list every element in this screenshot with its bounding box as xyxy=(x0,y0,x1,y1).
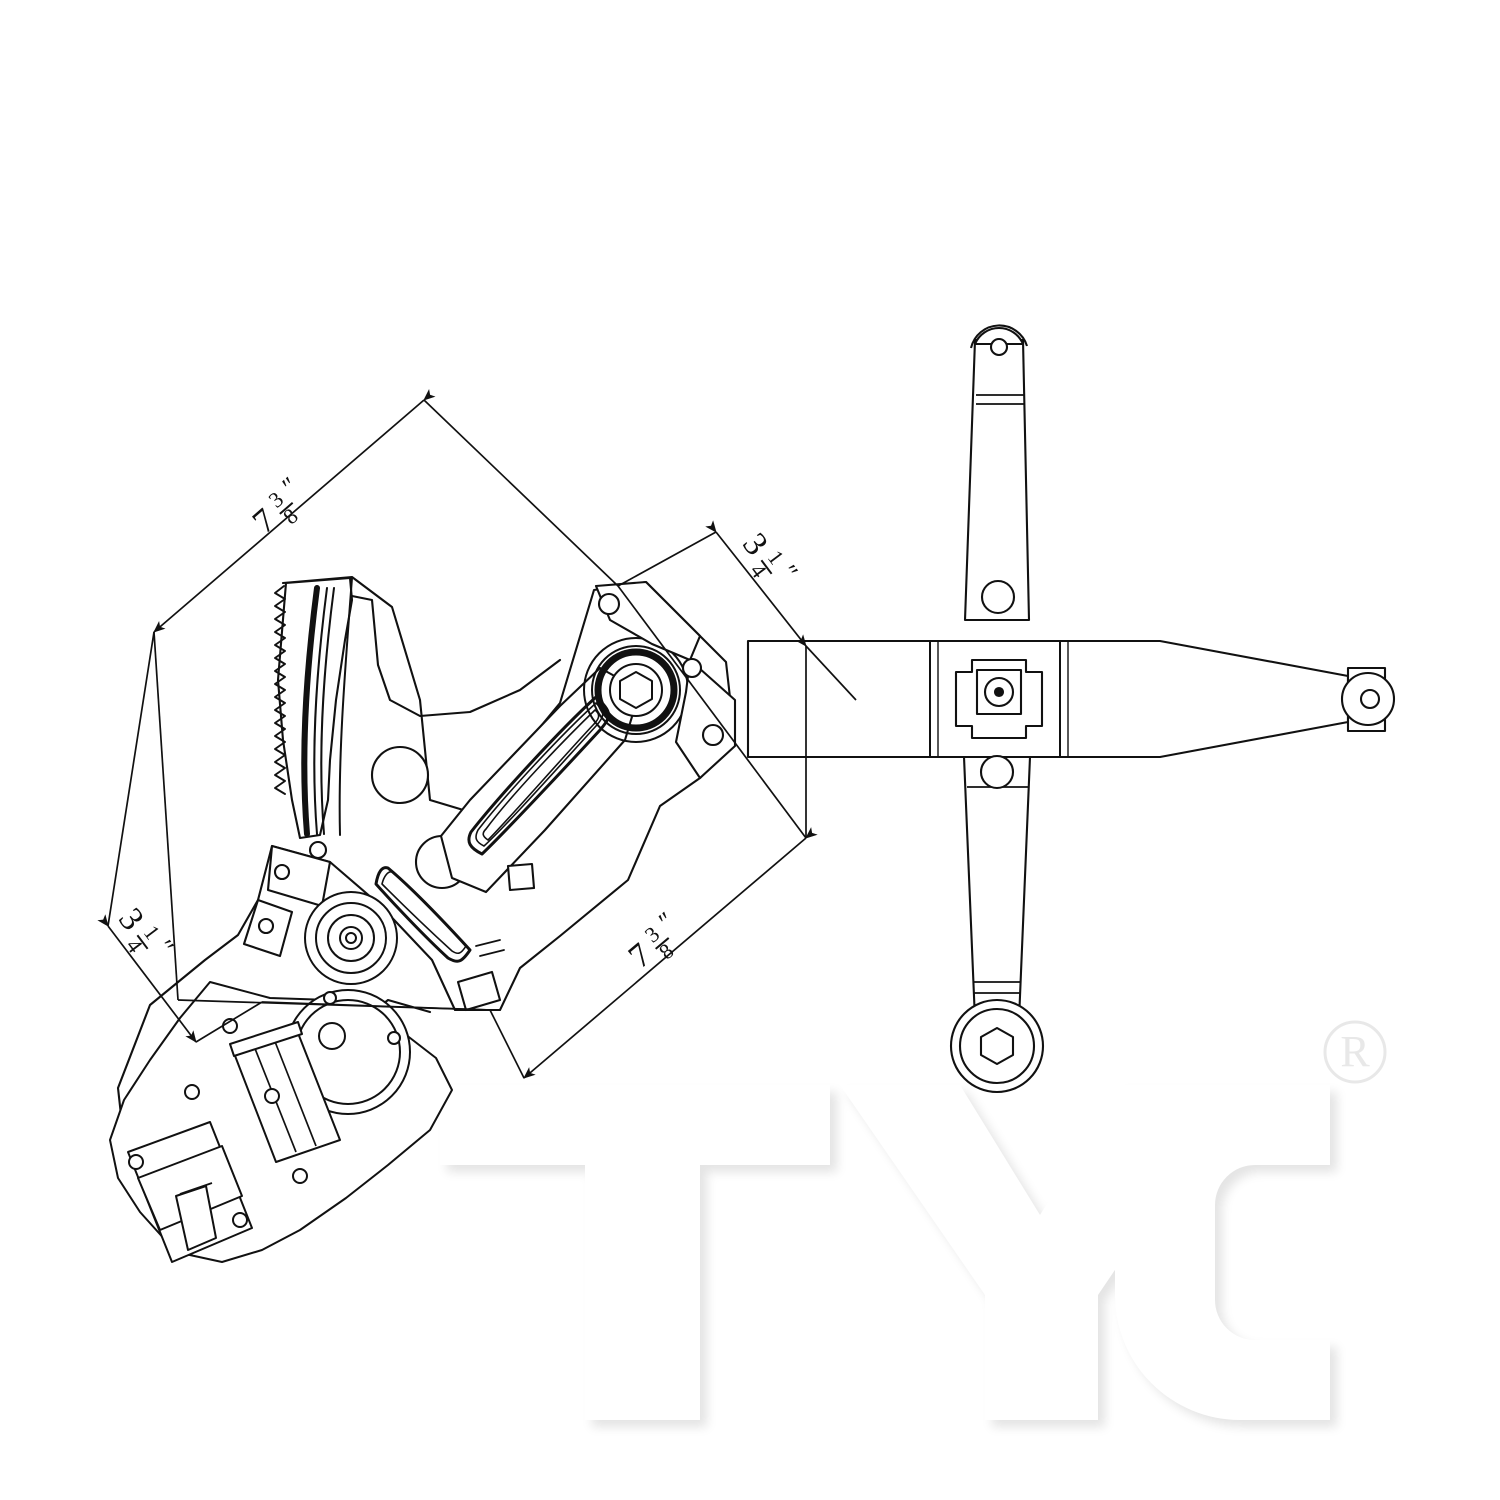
fraction-bar-top-left xyxy=(279,502,294,515)
motor-can-rib-2 xyxy=(271,1033,317,1147)
lower-edge-rib-1 xyxy=(475,939,501,947)
dim-line-bottom-right xyxy=(523,827,818,1079)
lower-notch-tab xyxy=(456,970,502,1012)
electrical-connector-face xyxy=(137,1145,243,1231)
dimension-label-bottom-right-unit: ″ xyxy=(653,906,680,935)
main-bearing-hex xyxy=(619,671,653,709)
vertical-arm-upper xyxy=(963,338,1031,622)
dim-frame-right xyxy=(617,585,807,839)
motor-cover-screw-2 xyxy=(323,991,337,1005)
motor-plate-hole-5 xyxy=(128,1154,144,1170)
svg-text:R: R xyxy=(1340,1027,1370,1076)
hub-mount-tab-right xyxy=(674,658,737,780)
dimension-label-bottom-right-den: 8 xyxy=(654,938,678,964)
drive-link-slot-inner xyxy=(475,702,604,847)
center-pivot-bore xyxy=(993,686,1005,698)
main-bearing-outer-2 xyxy=(591,645,681,735)
motor-drum-hub xyxy=(345,932,357,944)
lower-stop-tab xyxy=(506,862,536,892)
hub-mount-hole-right xyxy=(701,723,725,747)
dim-ext-top-left-a xyxy=(423,399,619,587)
dimension-labels: 7 3 8 ″ 3 1 4 ″ 3 1 4 ″ 7 xyxy=(111,471,804,975)
motor-plate-hole-6 xyxy=(292,1168,308,1184)
watermark-letter-t xyxy=(440,1085,830,1420)
dim-line-top-left xyxy=(153,389,436,633)
vertical-arm-top-cap xyxy=(973,327,1025,346)
hub-mount-hole-upper xyxy=(597,592,621,616)
horizontal-lift-arm xyxy=(746,639,1350,759)
arm-tip-roller-hole xyxy=(1359,688,1381,710)
lift-arm-assembly xyxy=(746,324,1396,1094)
tyc-watermark xyxy=(440,1085,1330,1420)
vertical-arm-top-ring xyxy=(969,324,1029,349)
secondary-link-inner xyxy=(381,871,467,955)
dim-ext-top-right-a xyxy=(617,531,717,587)
dimension-label-top-right-unit: ″ xyxy=(774,560,804,586)
left-mount-hole-3 xyxy=(257,917,275,935)
fraction-bar-bottom-right xyxy=(655,937,670,950)
dim-line-top-right xyxy=(705,520,807,647)
dim-line-bottom-left xyxy=(97,914,197,1043)
bottom-pivot-hex xyxy=(979,1026,1015,1066)
drive-link-slot-outer xyxy=(467,695,610,856)
left-mount-hole-1 xyxy=(273,863,291,881)
motor-cover-screw-1 xyxy=(387,1031,401,1045)
dimension-lines xyxy=(97,389,857,1079)
dim-ext-bottom-left-a xyxy=(107,631,155,927)
hub-small-hole xyxy=(681,657,703,679)
dimension-label-top-right-den: 4 xyxy=(745,559,772,583)
motor-plate-hole-4 xyxy=(232,1212,248,1228)
vertical-arm-lower-hole xyxy=(979,754,1015,790)
fraction-bar-top-right xyxy=(760,559,773,575)
vertical-arm-top-hole xyxy=(989,337,1009,357)
dim-ext-bottom-right-b xyxy=(489,1009,525,1079)
registered-trademark-icon: R xyxy=(1323,1020,1387,1084)
connector-pin-line xyxy=(179,1182,213,1195)
lower-edge-rib-2 xyxy=(479,949,505,957)
watermark-letter-c xyxy=(1115,1085,1330,1420)
fraction-bar-bottom-left xyxy=(136,934,149,950)
vertical-arm-upper-hole xyxy=(980,579,1016,615)
window-motor-assembly xyxy=(109,891,453,1263)
dimension-label-top-left-unit: ″ xyxy=(277,471,304,500)
motor-output-hole xyxy=(318,1022,346,1050)
motor-plate-hole-2 xyxy=(184,1084,200,1100)
motor-can-endcap xyxy=(229,1021,303,1057)
main-bearing-ring xyxy=(594,648,678,732)
motor-plate-hole-3 xyxy=(264,1088,280,1104)
dim-leader-bottom xyxy=(261,1001,491,1011)
drive-link-slot-inner-2 xyxy=(482,709,600,841)
dim-ext-bottom-left-b xyxy=(195,1001,263,1043)
dimension-label-bottom-left-den: 4 xyxy=(121,934,148,958)
left-mount-hole-2 xyxy=(308,840,328,860)
dim-ext-top-right-b xyxy=(805,645,857,701)
body-lightening-hole-1 xyxy=(370,745,430,805)
vertical-arm-lower xyxy=(962,755,1032,1022)
